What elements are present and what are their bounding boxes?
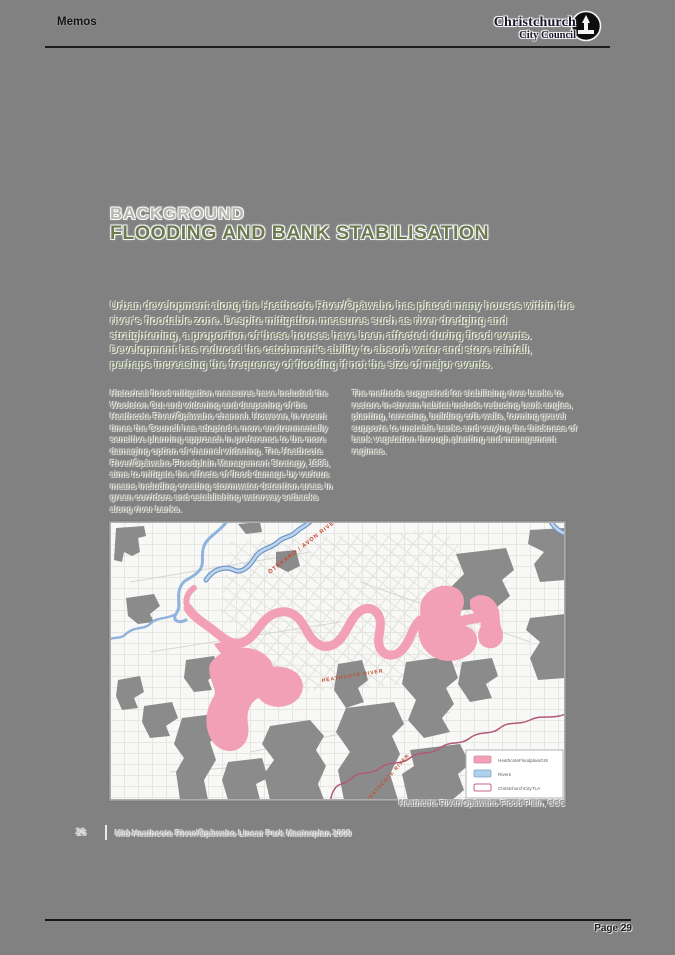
map-svg: ŌTĀKARO / AVON RIVER HEATHCOTE RIVER HEA… [106,516,569,803]
river-lines [106,517,569,642]
legend-label-floodplain: HeathcoteFloodplainGIS [498,758,548,763]
doc-heading-title: FLOODING AND BANK STABILISATION [110,222,490,244]
logo-line1: Christchurch [493,14,576,30]
cathedral-icon [570,10,602,47]
legend-item-floodplain: HeathcoteFloodplainGIS [473,755,548,764]
map-legend: HeathcoteFloodplainGIS Rivers Christchur… [465,749,564,799]
footer-separator [105,825,107,840]
viewer-page-label: Page 29 [594,923,632,934]
logo-text: Christchurch City Council [493,14,576,42]
header-rule [45,46,610,48]
tla-boundary-line [329,713,567,803]
map-masked-areas [114,522,565,800]
body-column-left: Historical flood mitigation measures hav… [110,388,333,514]
viewer-footer-rule [45,919,631,921]
intro-paragraph: Urban development along the Heathcote Ri… [110,300,574,372]
logo-line2: City Council [519,29,576,41]
doc-page-number: 26 [76,827,87,837]
ccc-logo: Christchurch City Council [486,10,602,47]
legend-swatch-floodplain [473,755,492,764]
legend-label-rivers: Rivers [498,772,512,777]
doc-footer-title: Mid-Heathcote River/Ōpāwaho Linear Park … [115,828,352,838]
legend-label-tla: ChristchurchCityTLA [498,786,541,791]
flood-map: ŌTĀKARO / AVON RIVER HEATHCOTE RIVER HEA… [106,516,569,803]
legend-item-tla: ChristchurchCityTLA [473,783,541,792]
legend-item-rivers: Rivers [473,769,512,778]
body-column-right: The methods suggested for stabilising ri… [352,388,577,456]
floodplain-areas [183,585,504,752]
doc-heading-kicker: BACKGROUND [110,204,245,223]
legend-swatch-tla [473,783,492,792]
header-title: Memos [57,16,97,28]
legend-swatch-rivers [473,769,492,778]
map-caption: Heathcote River/Ōpāwaho Flood Plain, CCC [398,799,565,808]
